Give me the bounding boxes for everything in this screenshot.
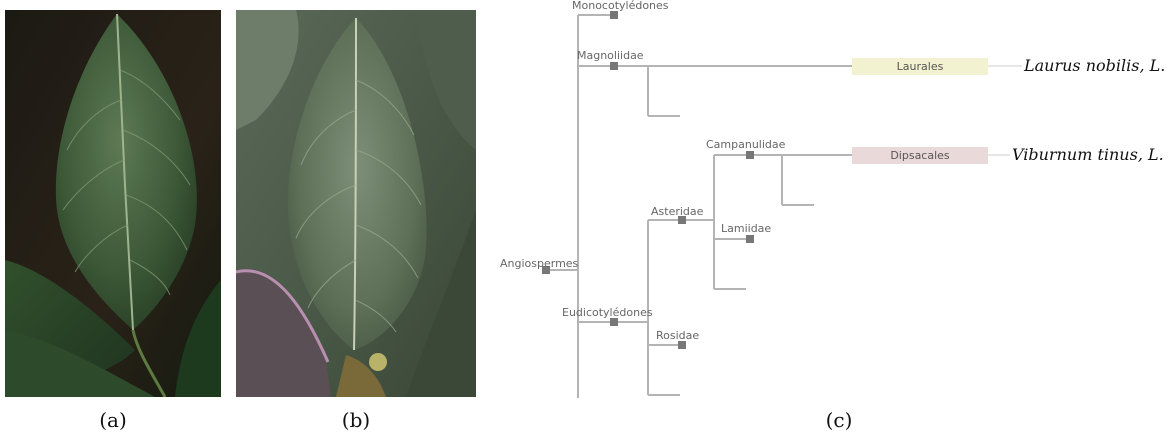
node-marker-campanulidae xyxy=(746,151,754,159)
node-label-campanulidae: Campanulidae xyxy=(706,138,786,151)
node-marker-monocotyledones xyxy=(610,11,618,19)
node-marker-rosidae xyxy=(678,341,686,349)
order-label-laurales: Laurales xyxy=(897,60,944,73)
node-marker-magnoliidae xyxy=(610,62,618,70)
node-label-rosidae: Rosidae xyxy=(656,329,699,342)
node-marker-lamiidae xyxy=(746,235,754,243)
node-label-angiospermes: Angiospermes xyxy=(500,257,579,270)
node-label-lamiidae: Lamiidae xyxy=(721,222,771,235)
node-marker-eudicotyledones xyxy=(610,318,618,326)
species-viburnum-tinus: Viburnum tinus, L. xyxy=(1012,145,1164,164)
node-label-asteridae: Asteridae xyxy=(651,205,704,218)
species-laurus-nobilis: Laurus nobilis, L. xyxy=(1023,56,1165,75)
node-label-monocotyledones: Monocotylédones xyxy=(572,0,669,12)
order-label-dipsacales: Dipsacales xyxy=(890,149,950,162)
node-label-magnoliidae: Magnoliidae xyxy=(577,49,644,62)
node-label-eudicotyledones: Eudicotylédones xyxy=(562,306,653,319)
